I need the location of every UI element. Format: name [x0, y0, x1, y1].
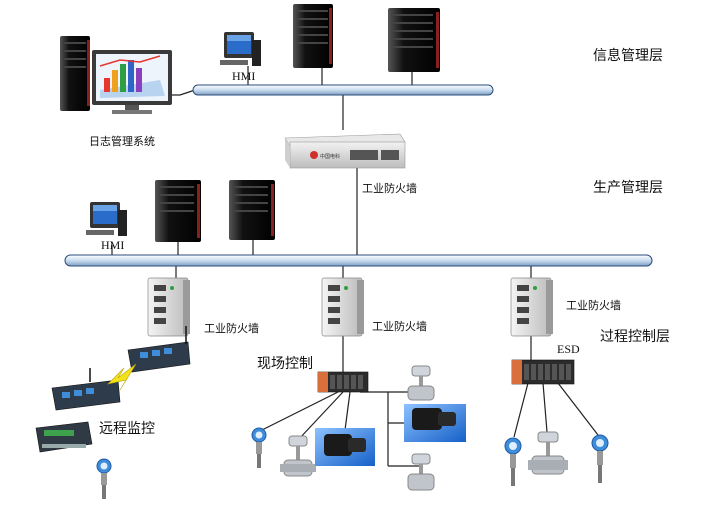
production-layer-bus	[64, 254, 653, 267]
log-system-label: 日志管理系统	[89, 135, 155, 148]
info-server-2	[388, 8, 440, 72]
esd-label: ESD	[557, 342, 580, 356]
esd-transmitter-right	[591, 434, 609, 483]
firewall-left-label: 工业防火墙	[204, 322, 259, 335]
firewall-center-label: 工业防火墙	[372, 320, 427, 333]
log-monitor	[92, 50, 172, 114]
remote-transmitter	[96, 458, 112, 499]
production-server-2	[229, 180, 275, 240]
hmi-top-computer	[220, 32, 261, 66]
log-server-tower	[60, 36, 90, 111]
process-layer-title: 过程控制层	[600, 329, 670, 345]
hmi-top-label: HMI	[232, 69, 256, 83]
field-control-valve	[280, 435, 316, 477]
remote-monitor-label: 远程监控	[99, 421, 155, 437]
field-control-plc	[317, 371, 369, 393]
info-layer-title: 信息管理层	[593, 48, 663, 64]
hmi-mid-computer	[86, 202, 127, 236]
esd-valve	[528, 431, 568, 475]
field-control-label: 现场控制	[257, 356, 313, 372]
firewall-right-label: 工业防火墙	[566, 299, 621, 312]
rtu-wireless-link	[51, 326, 191, 411]
hmi-mid-label: HMI	[101, 238, 125, 252]
esd-plc	[511, 359, 575, 385]
field-actuator-blue-right	[404, 404, 466, 442]
firewall-left-device	[147, 277, 190, 337]
esd-transmitter-left	[504, 437, 522, 486]
info-server-1	[293, 4, 333, 68]
field-transmitter	[251, 427, 267, 468]
field-actuator-blue	[315, 428, 375, 466]
connection-lines	[95, 64, 599, 467]
remote-rtu-box	[35, 421, 93, 453]
main-firewall-appliance	[284, 133, 406, 169]
field-valve-bottom	[407, 453, 435, 491]
firewall-brand-label: 中国电科	[320, 153, 340, 160]
production-layer-title: 生产管理层	[593, 180, 663, 196]
field-valve-top	[407, 365, 435, 401]
firewall-center-device	[321, 277, 364, 337]
production-server-1	[155, 180, 201, 242]
firewall-main-label: 工业防火墙	[362, 182, 417, 195]
firewall-right-device	[510, 277, 553, 337]
info-layer-bus	[192, 84, 494, 96]
